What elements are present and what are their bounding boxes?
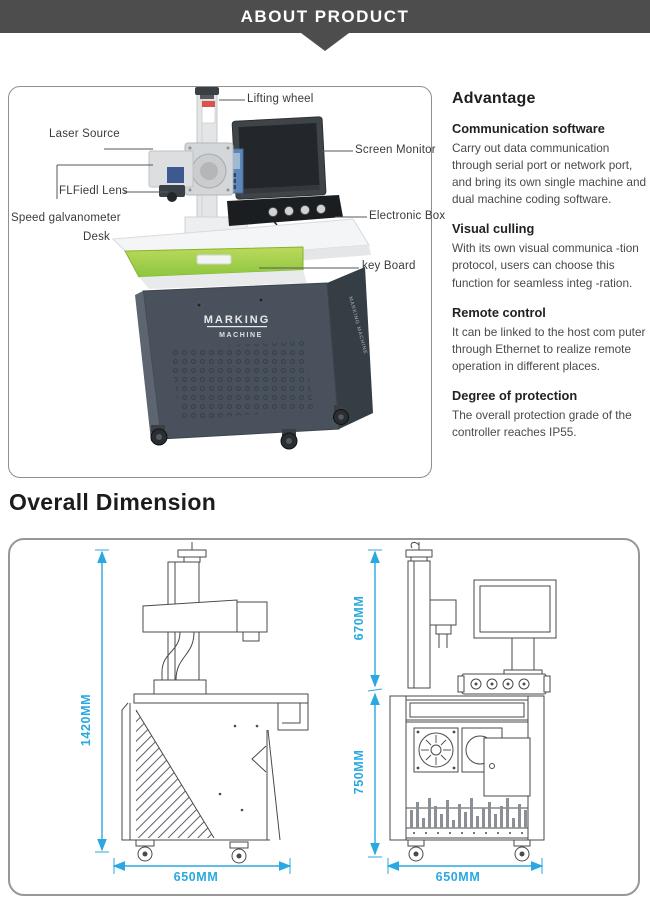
advantage-title: Advantage — [452, 90, 536, 107]
advantage-body-visual-culling: With its own visual communica -tion prot… — [452, 241, 639, 290]
advantage-heading-remote-control: Remote control — [452, 304, 546, 320]
dimension-drawings: 1420MM 650MM — [79, 541, 557, 884]
electronic-box — [227, 195, 343, 226]
callout-field-lens: FLFiedl Lens — [59, 185, 128, 197]
side-width-dim-label: 650MM — [174, 870, 219, 884]
overall-dimension-title: Overall Dimension — [9, 489, 217, 515]
callout-laser-source: Laser Source — [49, 128, 120, 140]
front-width-dim-label: 650MM — [436, 870, 481, 884]
callout-desk: Desk — [83, 231, 111, 243]
casters — [150, 405, 349, 450]
advantage-body-remote-control: It can be linked to the host com puter t… — [452, 324, 646, 373]
side-height-dim-label: 1420MM — [79, 694, 93, 746]
dimension-drawing-panel: 1420MM 650MM — [8, 538, 640, 896]
callout-screen-monitor: Screen Monitor — [355, 144, 436, 156]
front-view-dimensions: 670MM 750MM 650MM — [352, 549, 544, 884]
callout-electronic-box: Electronic Box — [369, 210, 446, 222]
product-photo-panel: MARKING MACHINE MARKING MACHINE — [8, 86, 445, 478]
advantage-heading-visual-culling: Visual culling — [452, 221, 535, 237]
cabinet-text-machine: MACHINE — [219, 332, 263, 339]
callout-speed-galvanometer: Speed galvanometer — [11, 212, 121, 224]
advantage-body-protection: The overall protection grade of the cont… — [452, 407, 632, 440]
laser-head-assembly — [148, 142, 234, 202]
front-cabinet-height-dim-label: 750MM — [352, 750, 366, 795]
marking-machine-illustration: MARKING MACHINE MARKING MACHINE — [56, 87, 373, 450]
side-view-dimensions: 1420MM 650MM — [79, 549, 292, 884]
callout-lifting-wheel: Lifting wheel — [247, 93, 314, 105]
advantage-heading-protection: Degree of protection — [452, 387, 578, 403]
advantage-body-communication: Carry out data communication through ser… — [452, 141, 647, 207]
perforation-bars — [410, 798, 527, 828]
front-column-height-dim-label: 670MM — [352, 596, 366, 641]
side-view-drawing — [121, 542, 309, 864]
cabinet: MARKING MACHINE MARKING MACHINE — [135, 267, 373, 441]
banner-title: ABOUT PRODUCT — [240, 6, 410, 26]
monitor — [231, 116, 327, 200]
keyboard-drawer — [124, 246, 307, 289]
cabinet-text-marking: MARKING — [204, 314, 271, 326]
advantage-section: Advantage Communication software Carry o… — [452, 90, 650, 441]
front-view-drawing — [389, 541, 557, 862]
callout-leader-lines — [56, 99, 367, 269]
advantage-heading-communication: Communication software — [452, 121, 605, 136]
banner-pointer-triangle — [301, 33, 349, 51]
callout-keyboard: key Board — [362, 260, 416, 272]
about-product-banner: ABOUT PRODUCT — [0, 0, 650, 33]
